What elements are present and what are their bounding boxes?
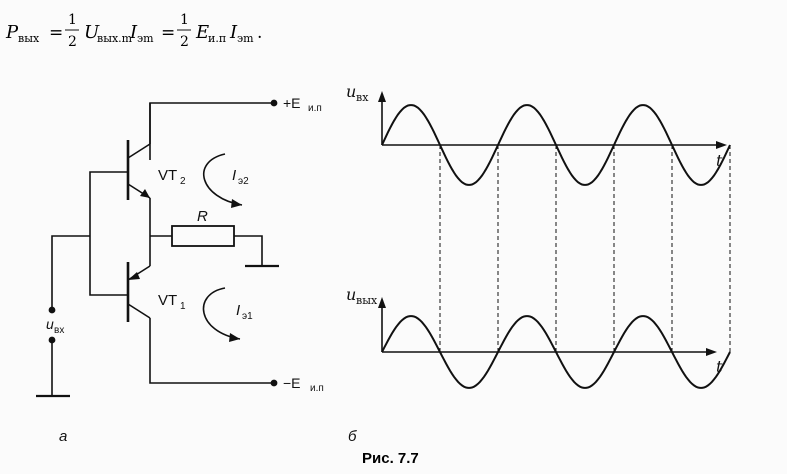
formula-term2-sub: и.п: [208, 32, 226, 45]
vt1-label: VT: [158, 292, 177, 309]
formula-frac2-num: 1: [180, 12, 189, 28]
top-axis-label-sub: вх: [356, 91, 369, 104]
bottom-supply-label: −E: [283, 375, 301, 391]
input-terminal-top: [48, 306, 56, 314]
i1-label: I: [236, 302, 240, 319]
bottom-supply-wire: [149, 318, 272, 384]
formula-lhs-sub: вых: [18, 32, 40, 45]
formula-term1-var2: I: [129, 22, 138, 43]
current-arrow-1-head: [229, 333, 240, 342]
bottom-axis-label: u: [346, 285, 356, 304]
vt2-collector: [127, 143, 151, 159]
i2-label-sub: э2: [238, 176, 249, 187]
formula-term2-var2: I: [229, 22, 238, 43]
vt1-label-sub: 1: [180, 301, 186, 312]
formula-term1-var: U: [84, 22, 100, 43]
bottom-axis-label-sub: вых: [356, 294, 378, 307]
current-arrow-2-head: [231, 199, 242, 208]
i2-label: I: [232, 167, 236, 184]
input-label-sub: вх: [54, 325, 64, 336]
formula-term1-sub2: эm: [137, 32, 154, 45]
formula-lhs: P: [5, 22, 19, 43]
formula-term1-sub: вых.m: [97, 32, 133, 45]
formula-term2-sub2: эm: [237, 32, 254, 45]
current-arrow-2: [203, 153, 243, 206]
base-bus: [89, 171, 128, 296]
i1-label-sub: э1: [242, 311, 253, 322]
bottom-y-arrow: [378, 297, 386, 308]
resistor-r: [171, 225, 235, 247]
top-supply-terminal: [270, 99, 278, 107]
formula-period: .: [257, 23, 262, 43]
top-supply-wire: [149, 102, 272, 160]
top-y-arrow: [378, 91, 386, 102]
vt2-label-sub: 2: [180, 176, 186, 187]
panel-b-label: б: [348, 428, 357, 445]
top-axis-label: u: [346, 82, 356, 101]
output-wire-right: [234, 235, 263, 266]
formula: P вых = 1 2 U вых.m I эm = 1 2 E и.п I э…: [5, 12, 262, 50]
vt2-label: VT: [158, 167, 177, 184]
circuit-diagram: [36, 99, 279, 398]
formula-frac1-num: 1: [68, 12, 77, 28]
waveform-panel: [378, 91, 731, 389]
vt1-emitter-arrow: [128, 272, 140, 280]
vt2-emitter-arrow: [140, 189, 150, 198]
top-time-label: t: [716, 151, 723, 170]
bottom-supply-label-sub: и.п: [310, 383, 324, 394]
panel-a-label: а: [59, 428, 67, 445]
waveform-labels: u вх t u вых t б: [346, 82, 723, 445]
top-supply-label: +E: [283, 95, 301, 111]
formula-frac1-den: 2: [68, 34, 77, 50]
current-arrow-1: [202, 287, 241, 340]
formula-term2-var: E: [195, 22, 209, 43]
formula-frac2-den: 2: [180, 34, 189, 50]
bottom-supply-terminal: [270, 379, 278, 387]
vt1-collector: [127, 303, 151, 319]
top-supply-label-sub: и.п: [308, 103, 322, 114]
resistor-label: R: [197, 208, 208, 225]
formula-eq2: =: [161, 23, 175, 43]
bottom-time-label: t: [716, 357, 723, 376]
input-label: u: [46, 316, 54, 332]
input-wire-top: [51, 235, 90, 310]
bottom-x-arrow: [706, 348, 717, 356]
formula-eq1: =: [49, 23, 63, 43]
circuit-labels: +E и.п −E и.п VT 2 VT 1 I э2 I э1 R u вх…: [46, 95, 324, 445]
top-x-arrow: [716, 141, 727, 149]
figure-caption: Рис. 7.7: [362, 450, 419, 467]
projection-lines: [439, 145, 731, 352]
